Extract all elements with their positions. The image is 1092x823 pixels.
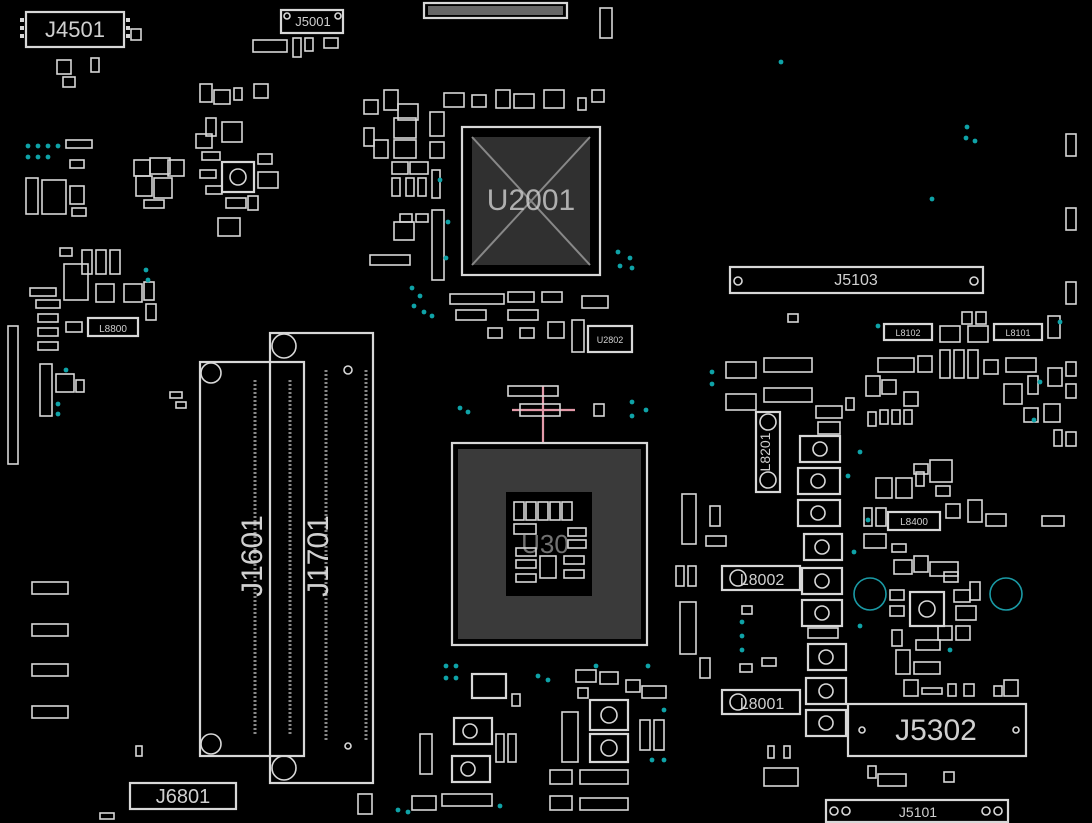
dimm-slot-j1601: J1601 (198, 360, 306, 758)
label-l8101: L8101 (1005, 328, 1030, 338)
inductor-l8001: L8001 (720, 688, 802, 716)
label-j5001: J5001 (295, 14, 330, 29)
inductor-l8800: L8800 (86, 316, 140, 338)
label-j5103: J5103 (834, 272, 878, 289)
label-j1701: J1701 (302, 515, 335, 597)
inductor-l8101: L8101 (992, 322, 1044, 342)
vias (25, 59, 1063, 815)
label-j6801: J6801 (156, 786, 211, 808)
connector-j6801: J6801 (128, 781, 238, 811)
label-u2802: U2802 (597, 335, 624, 345)
chip-u2802: U2802 (586, 324, 634, 354)
label-l8400: L8400 (900, 517, 928, 528)
inductor-l8102: L8102 (882, 322, 934, 342)
label-j5302: J5302 (895, 714, 977, 747)
label-u2001: U2001 (487, 184, 575, 217)
cpu-socket-u3001: U30 (450, 441, 649, 647)
label-j1601: J1601 (236, 515, 269, 597)
label-l8800: L8800 (99, 324, 127, 335)
label-l8102: L8102 (895, 328, 920, 338)
label-l8201: L8201 (757, 432, 773, 471)
inductor-l8201: L8201 (754, 410, 782, 494)
connector-j5302: J5302 (846, 702, 1028, 758)
label-u3001: U30 (521, 529, 569, 559)
label-l8001: L8001 (740, 696, 785, 713)
label-j4501: J4501 (45, 17, 105, 42)
inductor-l8400: L8400 (886, 510, 942, 532)
connector-j4501: J4501 (20, 10, 130, 49)
bga-u2001: U2001 (460, 125, 602, 277)
header-top (422, 1, 569, 20)
label-l8002: L8002 (740, 572, 785, 589)
label-j5101: J5101 (899, 804, 937, 820)
connector-j5103: J5103 (728, 265, 985, 295)
connector-j5101: J5101 (824, 798, 1010, 823)
inductor-l8002: L8002 (720, 564, 802, 592)
dimm-slot-j1701: J1701 (268, 331, 375, 785)
connector-j5001: J5001 (279, 8, 345, 35)
